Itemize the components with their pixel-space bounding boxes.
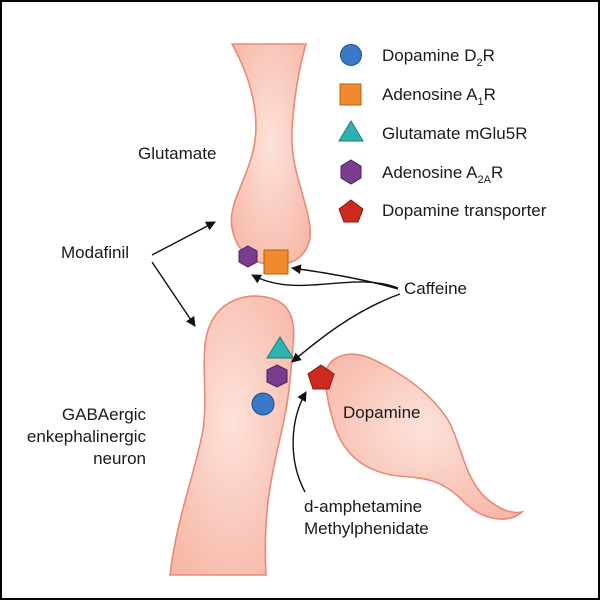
legend-pentagon-icon bbox=[338, 199, 364, 223]
legend: Dopamine D2R Adenosine A1R Glutamate mGl… bbox=[338, 44, 547, 223]
legend-square-icon bbox=[339, 83, 362, 106]
legend-label-d2r: Dopamine D2R bbox=[382, 46, 495, 69]
label-drug-line1: d-amphetamine bbox=[304, 497, 422, 516]
legend-hexagon-icon bbox=[340, 159, 362, 185]
label-gaba-line2: enkephalinergic bbox=[27, 427, 147, 446]
dopamine-neuron bbox=[324, 353, 525, 520]
label-dopamine: Dopamine bbox=[343, 403, 421, 422]
label-drug-line2: Methylphenidate bbox=[304, 519, 429, 538]
adenosine-a2a-receptor-icon bbox=[238, 245, 258, 268]
legend-label-dat: Dopamine transporter bbox=[382, 201, 547, 220]
legend-label-a1r: Adenosine A1R bbox=[382, 85, 496, 108]
caffeine-arrow-3 bbox=[291, 293, 401, 363]
label-gaba-line1: GABAergic bbox=[62, 405, 147, 424]
amphetamine-arrow bbox=[292, 391, 307, 493]
legend-circle-icon bbox=[340, 44, 362, 66]
legend-label-mglu5r: Glutamate mGlu5R bbox=[382, 124, 528, 143]
glutamate-mglu5r-icon bbox=[266, 336, 294, 359]
adenosine-a1-receptor-icon bbox=[263, 249, 289, 275]
modafinil-arrow-to-gaba bbox=[151, 261, 196, 327]
legend-label-a2ar: Adenosine A2AR bbox=[382, 163, 503, 186]
caffeine-arrow-2 bbox=[291, 264, 399, 290]
modafinil-arrow-to-glutamate bbox=[151, 221, 216, 256]
legend-triangle-icon bbox=[338, 120, 364, 142]
label-gaba-line3: neuron bbox=[93, 449, 146, 468]
dopamine-d2-receptor-icon bbox=[251, 392, 275, 416]
label-modafinil: Modafinil bbox=[61, 243, 129, 262]
caffeine-arrow-1 bbox=[251, 274, 399, 289]
adenosine-a2a-receptor-icon-2 bbox=[266, 364, 288, 388]
dopamine-transporter-icon bbox=[307, 364, 335, 390]
gabaergic-neuron bbox=[169, 295, 295, 576]
glutamate-neuron bbox=[230, 43, 311, 266]
label-caffeine: Caffeine bbox=[404, 279, 467, 298]
label-glutamate: Glutamate bbox=[138, 144, 216, 163]
